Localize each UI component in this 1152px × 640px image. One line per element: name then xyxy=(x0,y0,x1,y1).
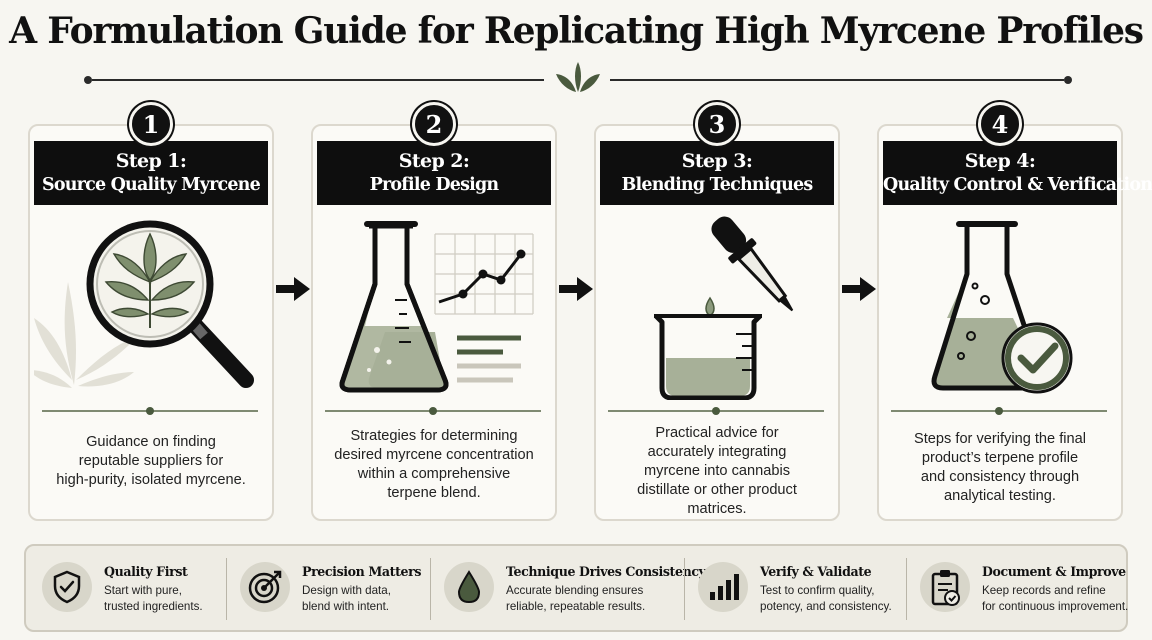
principle-text: Start with pure, trusted ingredients. xyxy=(104,584,203,613)
step-subheading: Profile Design xyxy=(369,175,499,195)
flask-chart-icon xyxy=(339,221,534,393)
principle-text: Accurate blending ensures reliable, repe… xyxy=(506,584,646,613)
bar-chart-icon xyxy=(710,574,739,600)
step-description-3: Practical advice for accurately integrat… xyxy=(637,425,797,517)
step-heading: Step 4: xyxy=(964,150,1036,172)
step-header-4: Step 4: Quality Control & Verification xyxy=(883,141,1152,205)
step-description-1: Guidance on finding reputable suppliers … xyxy=(56,434,246,488)
step-separator-3 xyxy=(608,406,824,416)
principle-title: Precision Matters xyxy=(302,564,422,579)
step-number-badge-4: 4 xyxy=(978,102,1022,146)
principle-text: Design with data, blend with intent. xyxy=(302,584,391,613)
dropper-beaker-icon xyxy=(654,216,794,400)
step-number-badge-2: 2 xyxy=(412,102,456,146)
step-description-2: Strategies for determining desired myrce… xyxy=(334,428,534,501)
flask-check-icon xyxy=(931,221,1073,394)
step-separator-1 xyxy=(42,406,258,416)
principle-document-improve: Document & Improve Keep records and refi… xyxy=(910,546,1129,630)
principle-verify-validate: Verify & Validate Test to confirm qualit… xyxy=(688,546,908,630)
arrow-right-icon xyxy=(276,277,310,301)
principle-title: Verify & Validate xyxy=(760,564,872,579)
step-separator-2 xyxy=(325,406,541,416)
step-number-badge-3: 3 xyxy=(695,102,739,146)
title-divider xyxy=(84,62,1072,94)
clipboard-check-icon xyxy=(931,570,960,606)
principle-quality-first: Quality First Start with pure, trusted i… xyxy=(32,546,232,630)
principles-bar: Quality First Start with pure, trusted i… xyxy=(24,544,1128,632)
magnifier-plant-icon xyxy=(34,220,254,388)
step-subheading: Quality Control & Verification xyxy=(883,175,1152,195)
arrow-right-icon xyxy=(842,277,876,301)
step-header-3: Step 3: Blending Techniques xyxy=(600,141,834,205)
page-title: A Formulation Guide for Replicating High… xyxy=(9,10,1144,52)
step-header-2: Step 2: Profile Design xyxy=(317,141,551,205)
step-subheading: Source Quality Myrcene xyxy=(42,175,261,195)
step-heading: Step 3: xyxy=(681,150,753,172)
step-heading: Step 1: xyxy=(115,150,187,172)
target-icon xyxy=(248,570,282,604)
shield-check-icon xyxy=(53,570,81,604)
arrow-right-icon xyxy=(559,277,593,301)
leaf-icon xyxy=(556,62,600,92)
step-separator-4 xyxy=(891,406,1107,416)
principle-text: Keep records and refine for continuous i… xyxy=(982,584,1129,613)
principle-text: Test to confirm quality, potency, and co… xyxy=(760,584,892,613)
drop-icon xyxy=(457,570,481,604)
step-description-4: Steps for verifying the final product’s … xyxy=(914,431,1086,504)
principle-precision-matters: Precision Matters Design with data, blen… xyxy=(230,546,430,630)
step-subheading: Blending Techniques xyxy=(621,175,814,195)
principle-technique-drives-consistency: Technique Drives Consistency Accurate bl… xyxy=(434,546,706,630)
principle-title: Technique Drives Consistency xyxy=(506,564,706,579)
step-heading: Step 2: xyxy=(398,150,470,172)
principle-title: Quality First xyxy=(104,564,188,579)
principle-title: Document & Improve xyxy=(982,564,1126,579)
step-number-badge-1: 1 xyxy=(129,102,173,146)
step-header-1: Step 1: Source Quality Myrcene xyxy=(34,141,268,205)
